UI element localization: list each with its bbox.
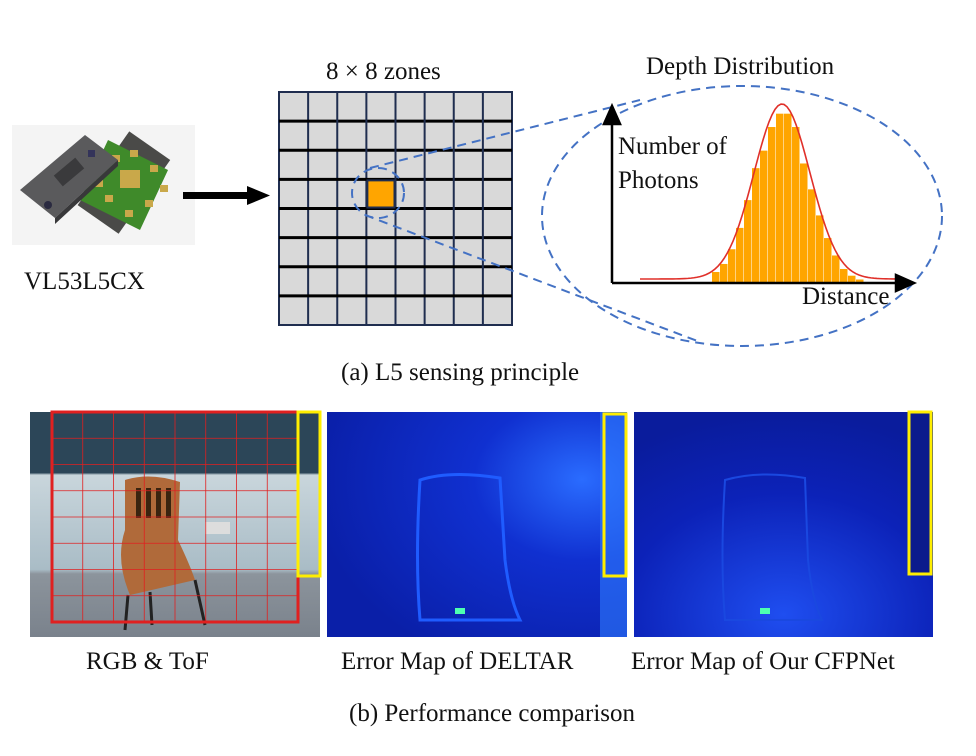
y-axis-label-line2: Photons	[618, 167, 699, 194]
histogram-axes	[602, 102, 918, 293]
histogram-bar	[728, 249, 736, 283]
distribution-title: Depth Distribution	[646, 53, 835, 80]
histogram-bar	[736, 227, 744, 283]
rgb-tof-image	[30, 410, 322, 637]
histogram-bar	[744, 200, 752, 283]
x-axis-label: Distance	[802, 283, 890, 310]
zoom-connector	[351, 85, 943, 347]
caption-a: (a) L5 sensing principle	[341, 359, 580, 386]
panel-label-rgb-tof: RGB & ToF	[86, 648, 209, 675]
histogram-bar	[784, 113, 792, 283]
histogram-bar	[848, 275, 856, 283]
sensor-image	[12, 125, 195, 245]
histogram-bar	[760, 150, 768, 283]
histogram-bar	[776, 113, 784, 283]
histogram-bar	[712, 272, 720, 283]
histogram-bar	[856, 279, 864, 283]
error-map-deltar	[327, 412, 628, 637]
histogram-bar	[752, 168, 760, 283]
histogram-bar	[768, 127, 776, 283]
grid-title: 8 × 8 zones	[326, 58, 441, 85]
histogram-bar	[720, 263, 728, 283]
histogram-bar	[800, 163, 808, 283]
y-axis-label-line1: Number of	[618, 133, 727, 160]
panel-label-deltar: Error Map of DELTAR	[341, 648, 574, 675]
histogram-bar	[816, 215, 824, 283]
zone-grid	[278, 91, 513, 326]
error-map-cfpnet	[634, 410, 933, 637]
gaussian-fit-curve	[639, 103, 899, 280]
arrow-to-grid	[183, 186, 270, 205]
tof-zone-grid	[52, 412, 298, 622]
depth-histogram	[639, 103, 899, 283]
panel-label-cfpnet: Error Map of Our CFPNet	[631, 648, 895, 675]
histogram-bar	[792, 127, 800, 283]
histogram-bar	[808, 189, 816, 283]
caption-b: (b) Performance comparison	[349, 700, 635, 727]
histogram-bar	[832, 255, 840, 283]
sensor-label: VL53L5CX	[24, 268, 145, 295]
histogram-bar	[824, 238, 832, 283]
histogram-bar	[840, 268, 848, 283]
highlighted-zone	[366, 179, 396, 209]
